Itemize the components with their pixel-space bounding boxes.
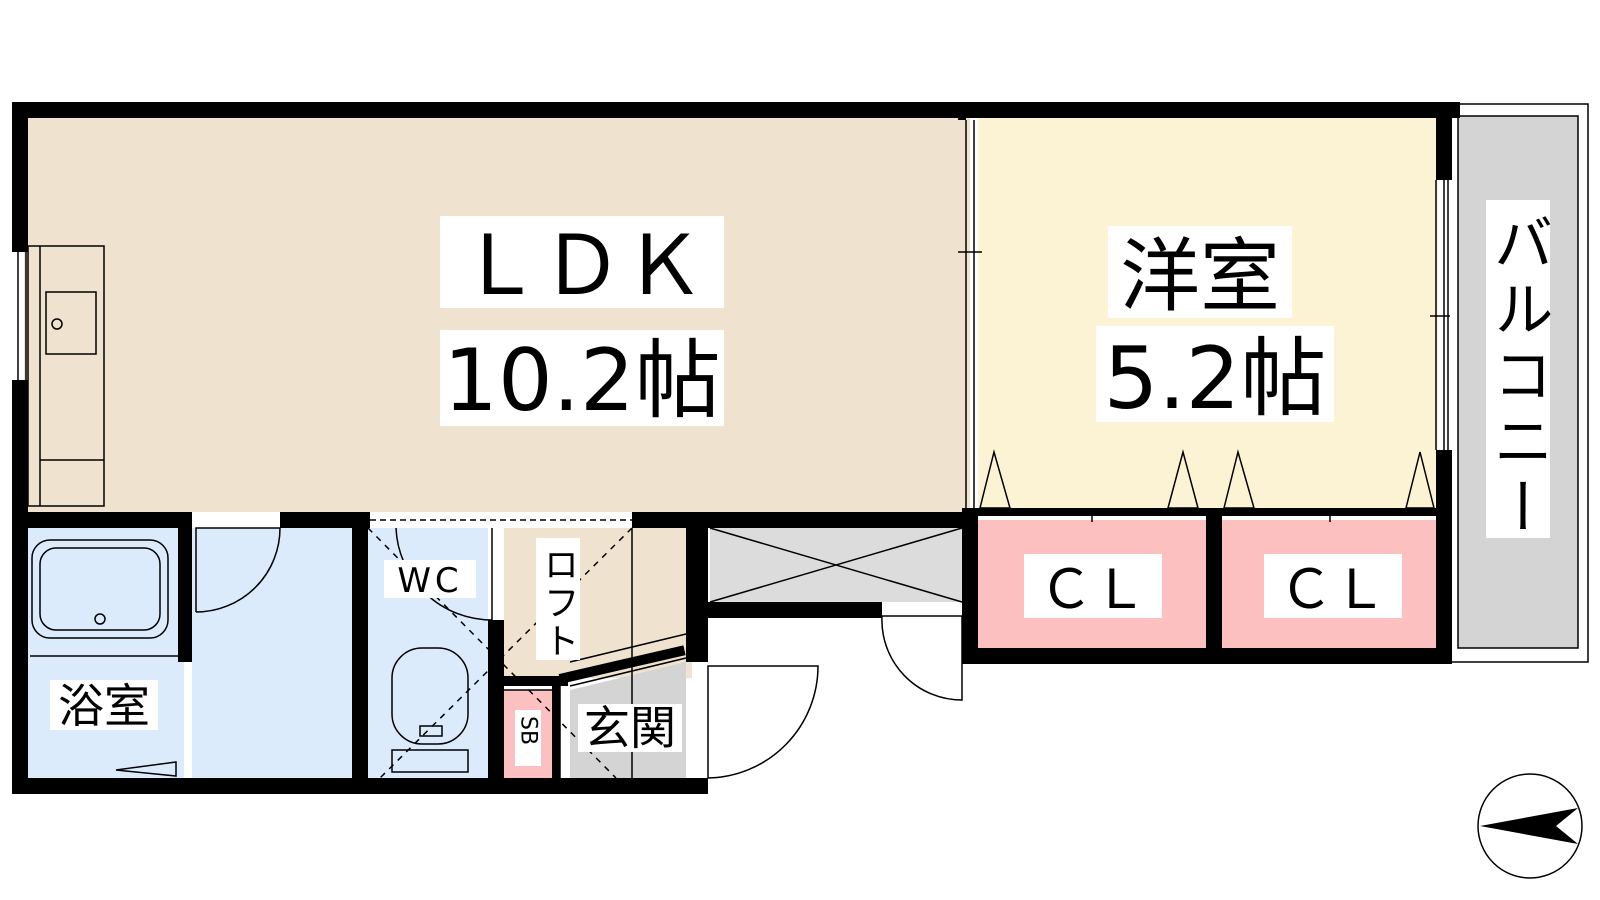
wall-western-right-upper	[1436, 102, 1452, 180]
wall-toilet-right	[488, 620, 504, 792]
kitchen-sink-icon	[45, 291, 97, 355]
toilet-tank	[391, 749, 469, 773]
entrance-label-bg	[578, 704, 682, 752]
wall-ldk-western-divider	[958, 102, 966, 120]
entrance-step-line-2	[569, 657, 687, 687]
wall-entrance-right	[686, 512, 708, 662]
wall-mid-horizontal-2	[280, 512, 370, 528]
balcony-inner-frame	[1457, 115, 1579, 649]
wall-bath-right	[178, 512, 192, 662]
loft-dashed-2	[367, 527, 617, 779]
toilet-name: WC	[397, 561, 462, 601]
entrance-door-swing	[707, 665, 819, 779]
closet-2-label-bg	[1264, 554, 1402, 618]
wall-left-upper	[12, 102, 28, 252]
bathroom-name: 浴室	[58, 679, 150, 733]
closet-2-name: ＣＬ	[1279, 558, 1387, 621]
ldk-name: ＬＤＫ	[459, 219, 705, 314]
wall-closets-mid	[1206, 512, 1222, 664]
ldk-size: 10.2帖	[443, 331, 720, 431]
wall-shoebox-top	[504, 676, 568, 686]
washroom-door-swing	[195, 527, 281, 613]
wall-left-lower	[12, 380, 28, 792]
bathtub-drain-icon	[94, 613, 106, 625]
balcony-frame	[1447, 103, 1589, 663]
wall-entrance-upper	[558, 645, 686, 684]
shoe-box-name: SB	[516, 716, 541, 745]
washroom-floor	[192, 528, 352, 778]
closet-1-name: ＣＬ	[1039, 558, 1147, 621]
hall-storage-cross-2	[709, 527, 963, 603]
ldk-floor	[24, 116, 970, 512]
wall-top-main	[12, 102, 1460, 118]
wall-mid-horizontal-3	[632, 512, 968, 528]
loft-label-bg	[536, 538, 580, 660]
storage-door-swing	[881, 615, 963, 701]
western-size-bg	[1096, 326, 1334, 422]
western-name: 洋室	[1120, 230, 1280, 323]
toilet-seat-hinge	[419, 725, 443, 737]
wall-western-right-lower	[1436, 450, 1452, 664]
wall-storage-bottom	[708, 602, 882, 618]
closet-1-label-bg	[1024, 554, 1162, 618]
loft-name: ロフト	[538, 546, 579, 660]
walls	[12, 102, 1460, 794]
bathtub-icon	[31, 539, 169, 639]
labels: ＬＤＫ 10.2帖 洋室 5.2帖 バルコニー ＣＬ ＣＬ WC ロフト SB …	[50, 200, 1553, 766]
compass-circle	[1477, 773, 1583, 879]
balcony-label-bg	[1486, 200, 1550, 538]
bathroom-door-leaf	[115, 761, 177, 777]
kitchen-faucet-icon	[51, 318, 63, 330]
ldk-label-bg	[440, 216, 724, 308]
western-size: 5.2帖	[1104, 329, 1327, 429]
entrance-name: 玄関	[584, 701, 676, 755]
bathroom-floor	[24, 528, 184, 778]
wall-toilet-left	[352, 512, 368, 792]
wall-shoebox-right	[552, 686, 560, 778]
entrance-step-line-1	[569, 633, 687, 663]
wall-closets-top	[962, 508, 1452, 516]
toilet-label-bg	[384, 560, 476, 598]
western-label-bg	[1108, 226, 1292, 318]
kitchen-counter	[27, 245, 105, 507]
bathroom-label-bg	[50, 680, 158, 730]
compass-north-arrow-icon	[1480, 808, 1578, 844]
wall-western-bottom	[962, 648, 1448, 664]
wall-bottom	[12, 778, 708, 794]
ldk-size-bg	[440, 330, 724, 426]
shoe-box-label-bg	[515, 710, 541, 766]
floor-fills	[24, 116, 1578, 778]
wall-closets-left	[962, 512, 978, 664]
toilet-icon	[391, 647, 469, 745]
bathtub-inner	[39, 547, 161, 631]
wall-mid-horizontal-1	[12, 512, 192, 528]
balcony-name: バルコニー	[1483, 212, 1553, 542]
